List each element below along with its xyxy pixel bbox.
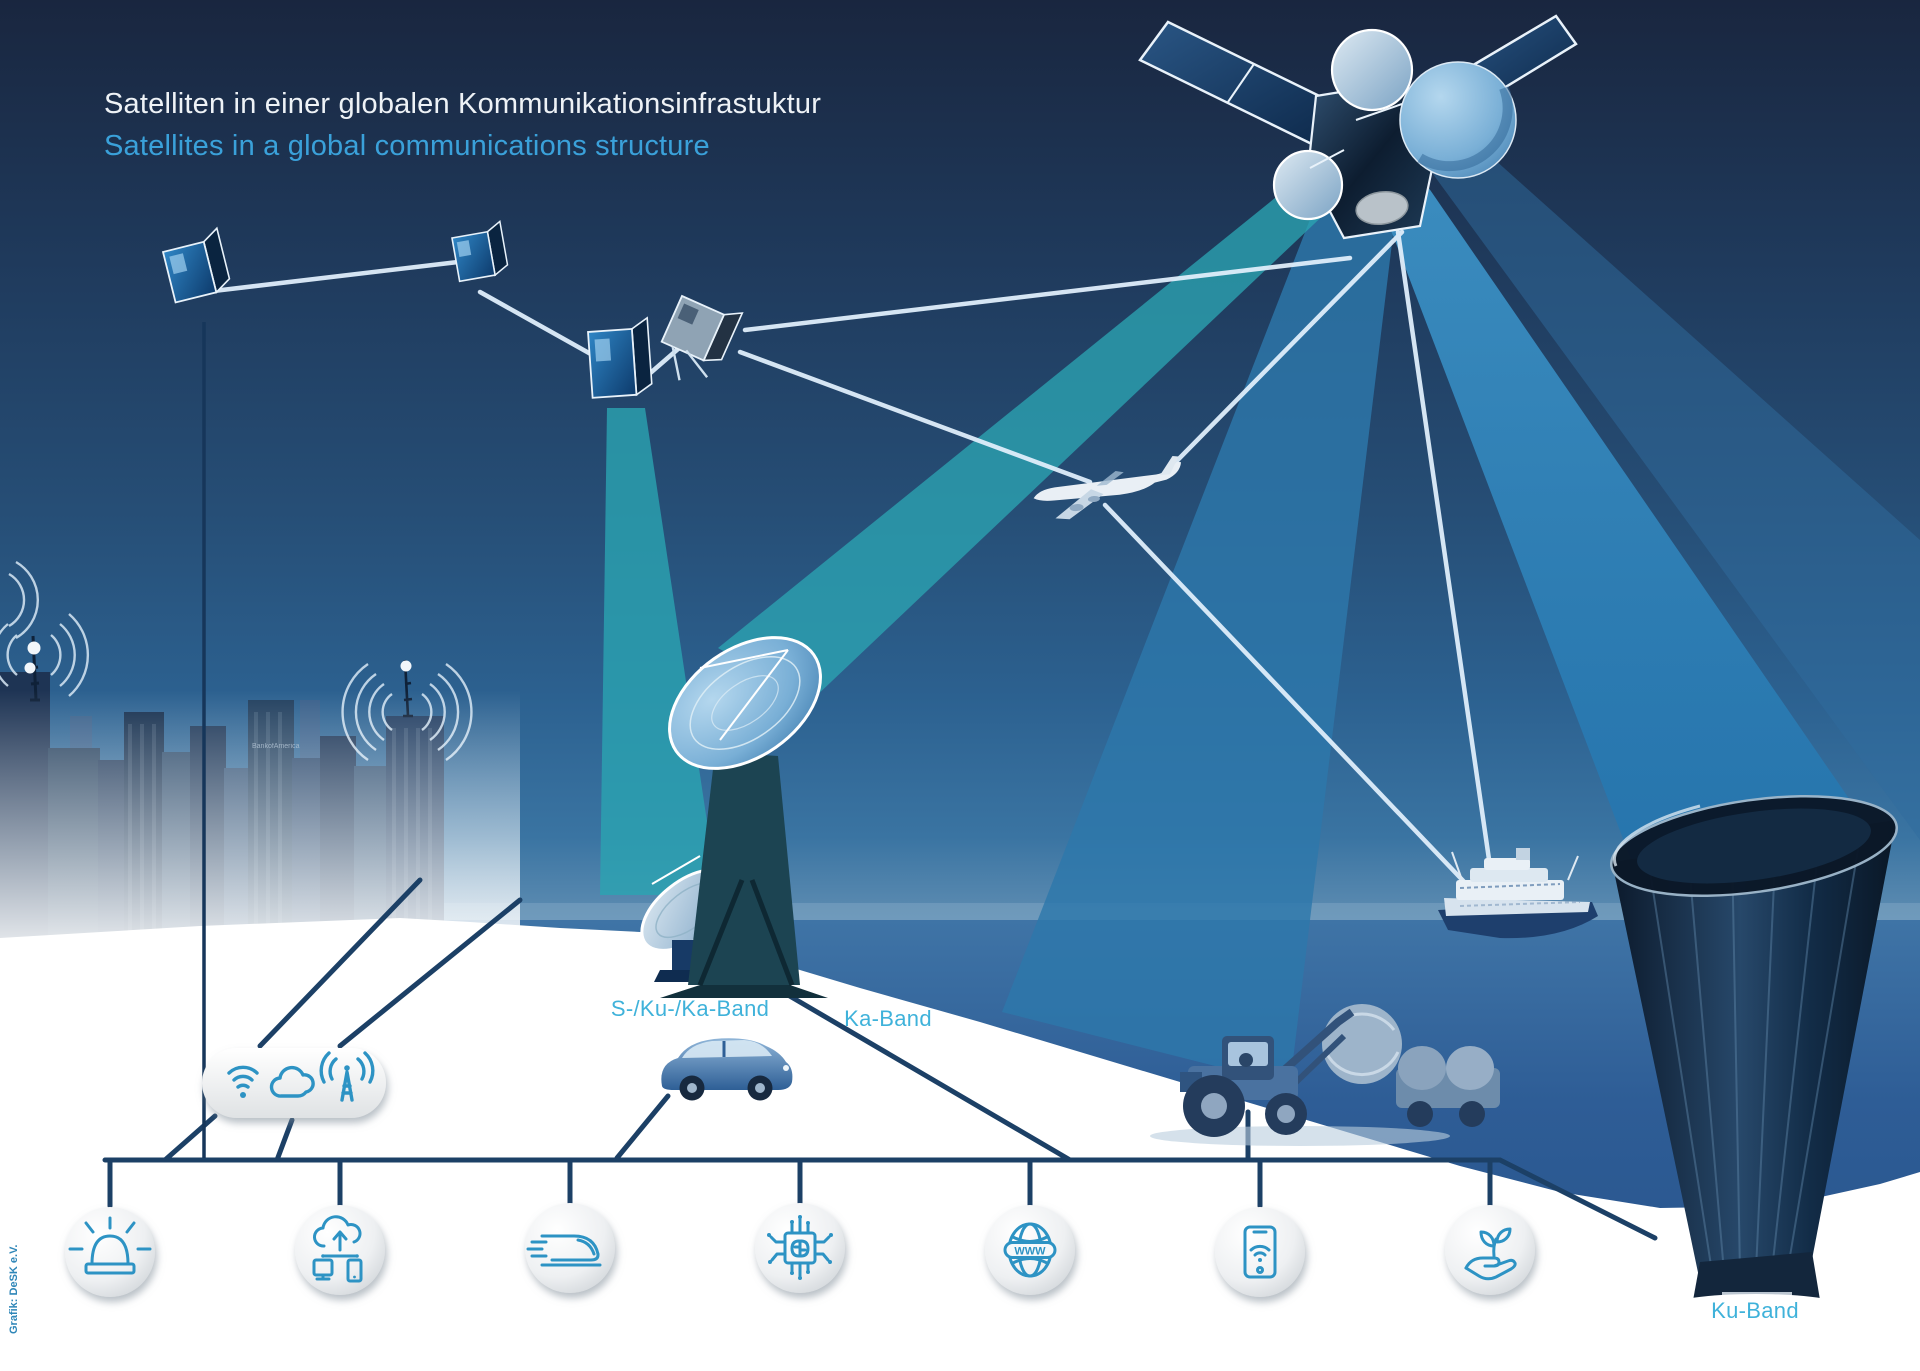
beam-teal-to-ka-dish <box>718 160 1352 700</box>
emergency-siren-icon <box>68 1216 152 1275</box>
network-connectors <box>102 877 1658 1241</box>
beam-to-right-edge <box>1392 100 1920 840</box>
satellite-nozzle <box>1355 190 1409 226</box>
label-ka-band: Ka-Band <box>844 1006 932 1031</box>
bottom-icon-row: WWW <box>65 1203 1535 1297</box>
high-speed-train-icon <box>526 1234 602 1267</box>
link-badge-left <box>162 1113 218 1163</box>
title-english: Satellites in a global communications st… <box>104 130 710 162</box>
plant-hand-icon <box>1464 1227 1517 1281</box>
credit-text: Grafik: DeSK e.V. <box>8 1244 20 1334</box>
ku-ground-station <box>1610 794 1898 1318</box>
cubesat-1 <box>161 226 231 304</box>
ai-chip-icon <box>767 1215 833 1280</box>
cubesat-3 <box>587 316 653 399</box>
left-antenna-dishes <box>24 641 41 674</box>
snow-ground <box>0 918 1920 1371</box>
satellite-dish-left <box>1272 149 1344 221</box>
cubesat-4 <box>660 294 744 381</box>
beam-diagonal-left <box>1002 168 1396 1085</box>
cloud-devices-icon <box>312 1215 363 1283</box>
cruise-ship <box>1438 848 1598 939</box>
badge-icons <box>227 1051 375 1102</box>
label-s-ku-ka-band: S-/Ku-/Ka-Band <box>610 996 770 1021</box>
link-badge-right <box>274 1117 295 1163</box>
radio-waves-left <box>0 560 90 697</box>
loader-arm <box>1279 1008 1355 1075</box>
beam-cubesat-to-dish <box>600 408 718 895</box>
airplane <box>1033 455 1182 520</box>
link-badge-city-2 <box>337 897 523 1049</box>
connectivity-badge <box>202 1048 386 1118</box>
link-ka-dish <box>785 992 1073 1163</box>
link-car <box>614 1093 671 1161</box>
large-satellite <box>1138 14 1578 240</box>
beam-main-to-ku-dish <box>1352 128 1872 878</box>
tractor-with-baler <box>1150 1004 1500 1146</box>
www-globe-icon: WWW <box>1003 1222 1057 1278</box>
link-badge-city-1 <box>257 877 423 1049</box>
smartphone-wifi-icon <box>1243 1225 1277 1279</box>
intersatellite-links <box>202 229 1495 891</box>
connected-car <box>661 1038 793 1101</box>
wifi-icon <box>227 1065 259 1098</box>
title-block: Satelliten in einer globalen Kommunikati… <box>104 88 821 163</box>
title-german: Satelliten in einer globalen Kommunikati… <box>104 88 822 120</box>
satellite-dish-top <box>1330 28 1414 112</box>
cubesat-2 <box>451 220 509 283</box>
cloud-icon <box>269 1065 315 1098</box>
ka-ground-station <box>660 636 828 998</box>
satellite-beams <box>600 100 1920 1085</box>
radio-antenna-icon <box>319 1051 375 1102</box>
label-ku-band: Ku-Band <box>1711 1298 1799 1323</box>
www-label: WWW <box>1014 1246 1046 1258</box>
